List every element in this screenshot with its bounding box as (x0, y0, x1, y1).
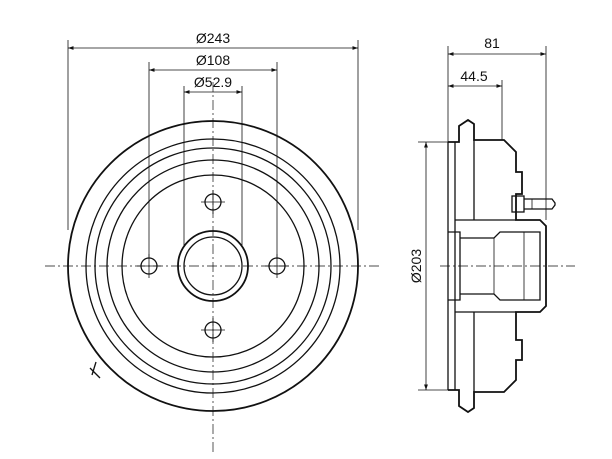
hub-bore-profile (448, 231, 541, 301)
dim-243-label: Ø243 (196, 30, 230, 46)
rim-mark-2 (91, 361, 97, 376)
rim-mark (89, 367, 101, 379)
center-bore-inner (183, 236, 243, 296)
dim-203-label: Ø203 (408, 249, 424, 283)
hub-face (121, 174, 305, 358)
wheel-stud (511, 195, 525, 213)
drum-ring-3 (106, 159, 320, 373)
drum-profile-outline (448, 118, 547, 414)
dim-44-label: 44.5 (460, 68, 487, 84)
drum-ring-1 (85, 138, 341, 394)
wheel-stud-thread (524, 198, 556, 210)
dim-81-label: 81 (484, 35, 500, 51)
front-view: Ø243 Ø108 Ø52.9 (45, 30, 382, 452)
center-bore-outer (177, 230, 249, 302)
drum-outer-edge (67, 120, 359, 412)
bolt-hole-crosses (137, 190, 289, 342)
drum-ring-2 (94, 147, 332, 385)
dim-52-label: Ø52.9 (194, 74, 232, 90)
dim-108-label: Ø108 (196, 52, 230, 68)
side-view: 81 44.5 Ø203 (408, 35, 575, 414)
